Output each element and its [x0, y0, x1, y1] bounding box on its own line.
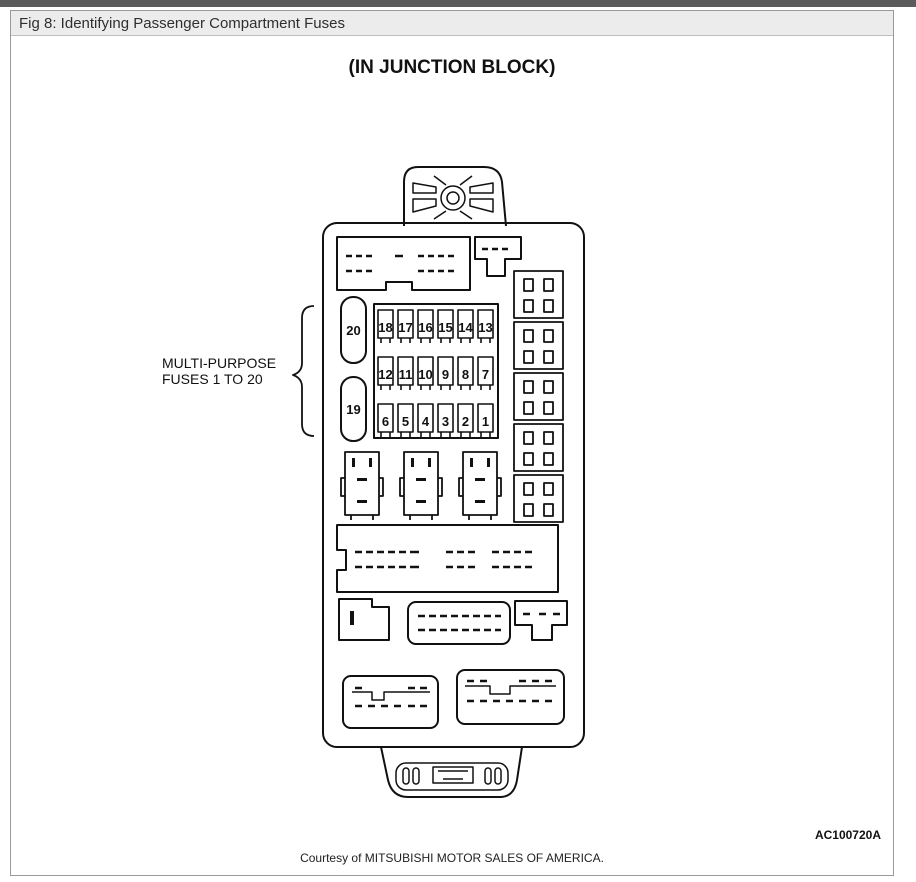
- fuse-slot: [457, 309, 474, 343]
- fuse-label-13: 13: [478, 320, 492, 335]
- relay-block: [513, 321, 564, 370]
- mini-relay: [340, 451, 384, 520]
- relay-block: [513, 423, 564, 472]
- bottom-right-connector: [456, 669, 565, 725]
- figure-frame: Fig 8: Identifying Passenger Compartment…: [10, 10, 894, 876]
- fuse-slot: [437, 403, 454, 437]
- bottom-left-connector: [342, 675, 439, 729]
- mini-relay: [458, 451, 502, 520]
- fuse-label-6: 6: [382, 414, 389, 429]
- small-top-right-connector: [474, 236, 522, 277]
- fuse-slot: [417, 309, 434, 343]
- relay-block: [513, 474, 564, 523]
- lower-left-connector: [338, 598, 390, 641]
- fuse-label-18: 18: [378, 320, 392, 335]
- fuse-slot: [397, 309, 414, 343]
- bottom-tab-connector: [395, 762, 509, 791]
- lower-right-connector: [514, 600, 568, 641]
- lower-middle-connector: [407, 601, 511, 645]
- fuse-label-10: 10: [418, 367, 432, 382]
- fuse-slot: [417, 403, 434, 437]
- fuse-slot: [377, 309, 394, 343]
- fuse-label-8: 8: [462, 367, 469, 382]
- fuse-label-4: 4: [422, 414, 430, 429]
- top-rule: [0, 0, 916, 7]
- relay-block: [513, 270, 564, 319]
- callout-line-1: MULTI-PURPOSE: [162, 355, 276, 371]
- mini-relay: [399, 451, 443, 520]
- callout-line-2: FUSES 1 TO 20: [162, 371, 263, 387]
- callout-bracket: [292, 305, 315, 437]
- top-mounting-tab: [403, 166, 507, 227]
- relay-block: [513, 372, 564, 421]
- fuse-label-11: 11: [399, 367, 413, 382]
- junction-block-body: [322, 222, 585, 748]
- fuse-slot: [397, 356, 414, 390]
- fuse-label-1: 1: [482, 414, 489, 429]
- fuse-19-label: 19: [346, 402, 360, 417]
- fuse-slot: [397, 403, 414, 437]
- fuse-slot: [477, 403, 494, 437]
- fuse-slot: [377, 356, 394, 390]
- diagram-title: (IN JUNCTION BLOCK): [348, 57, 556, 78]
- small-relays: [340, 451, 502, 520]
- fuse-slot: [477, 309, 494, 343]
- fuse-slot: [477, 356, 494, 390]
- fuse-slots: [377, 309, 494, 437]
- fuse-slot: [457, 403, 474, 437]
- fuse-label-2: 2: [462, 414, 469, 429]
- figure-caption: Fig 8: Identifying Passenger Compartment…: [19, 15, 345, 32]
- caption-bar: Fig 8: Identifying Passenger Compartment…: [11, 11, 893, 36]
- top-tab-vent-icon: [412, 175, 494, 220]
- fuse-label-12: 12: [378, 367, 392, 382]
- courtesy-line: Courtesy of MITSUBISHI MOTOR SALES OF AM…: [300, 851, 604, 865]
- fuse-slot: [437, 356, 454, 390]
- fuse-20-label: 20: [346, 323, 360, 338]
- fuse-array-frame: [373, 303, 499, 439]
- fuse-slot: [377, 403, 394, 437]
- relay-column: [513, 270, 564, 523]
- fuse-label-9: 9: [442, 367, 449, 382]
- fuse-19: [340, 376, 367, 442]
- figure-code: AC100720A: [814, 828, 881, 842]
- bottom-mounting-tab: [380, 746, 523, 798]
- fuse-slot: [417, 356, 434, 390]
- fuse-slot: [437, 309, 454, 343]
- fuse-label-5: 5: [402, 414, 409, 429]
- fuse-label-15: 15: [438, 320, 452, 335]
- fuse-label-16: 16: [418, 320, 432, 335]
- fuse-label-17: 17: [398, 320, 412, 335]
- fuse-label-7: 7: [482, 367, 489, 382]
- middle-long-connector: [336, 524, 559, 593]
- fuse-20: [340, 296, 367, 364]
- fuse-slot: [457, 356, 474, 390]
- fuse-label-3: 3: [442, 414, 449, 429]
- fuse-label-14: 14: [458, 320, 473, 335]
- top-connector: [336, 236, 471, 291]
